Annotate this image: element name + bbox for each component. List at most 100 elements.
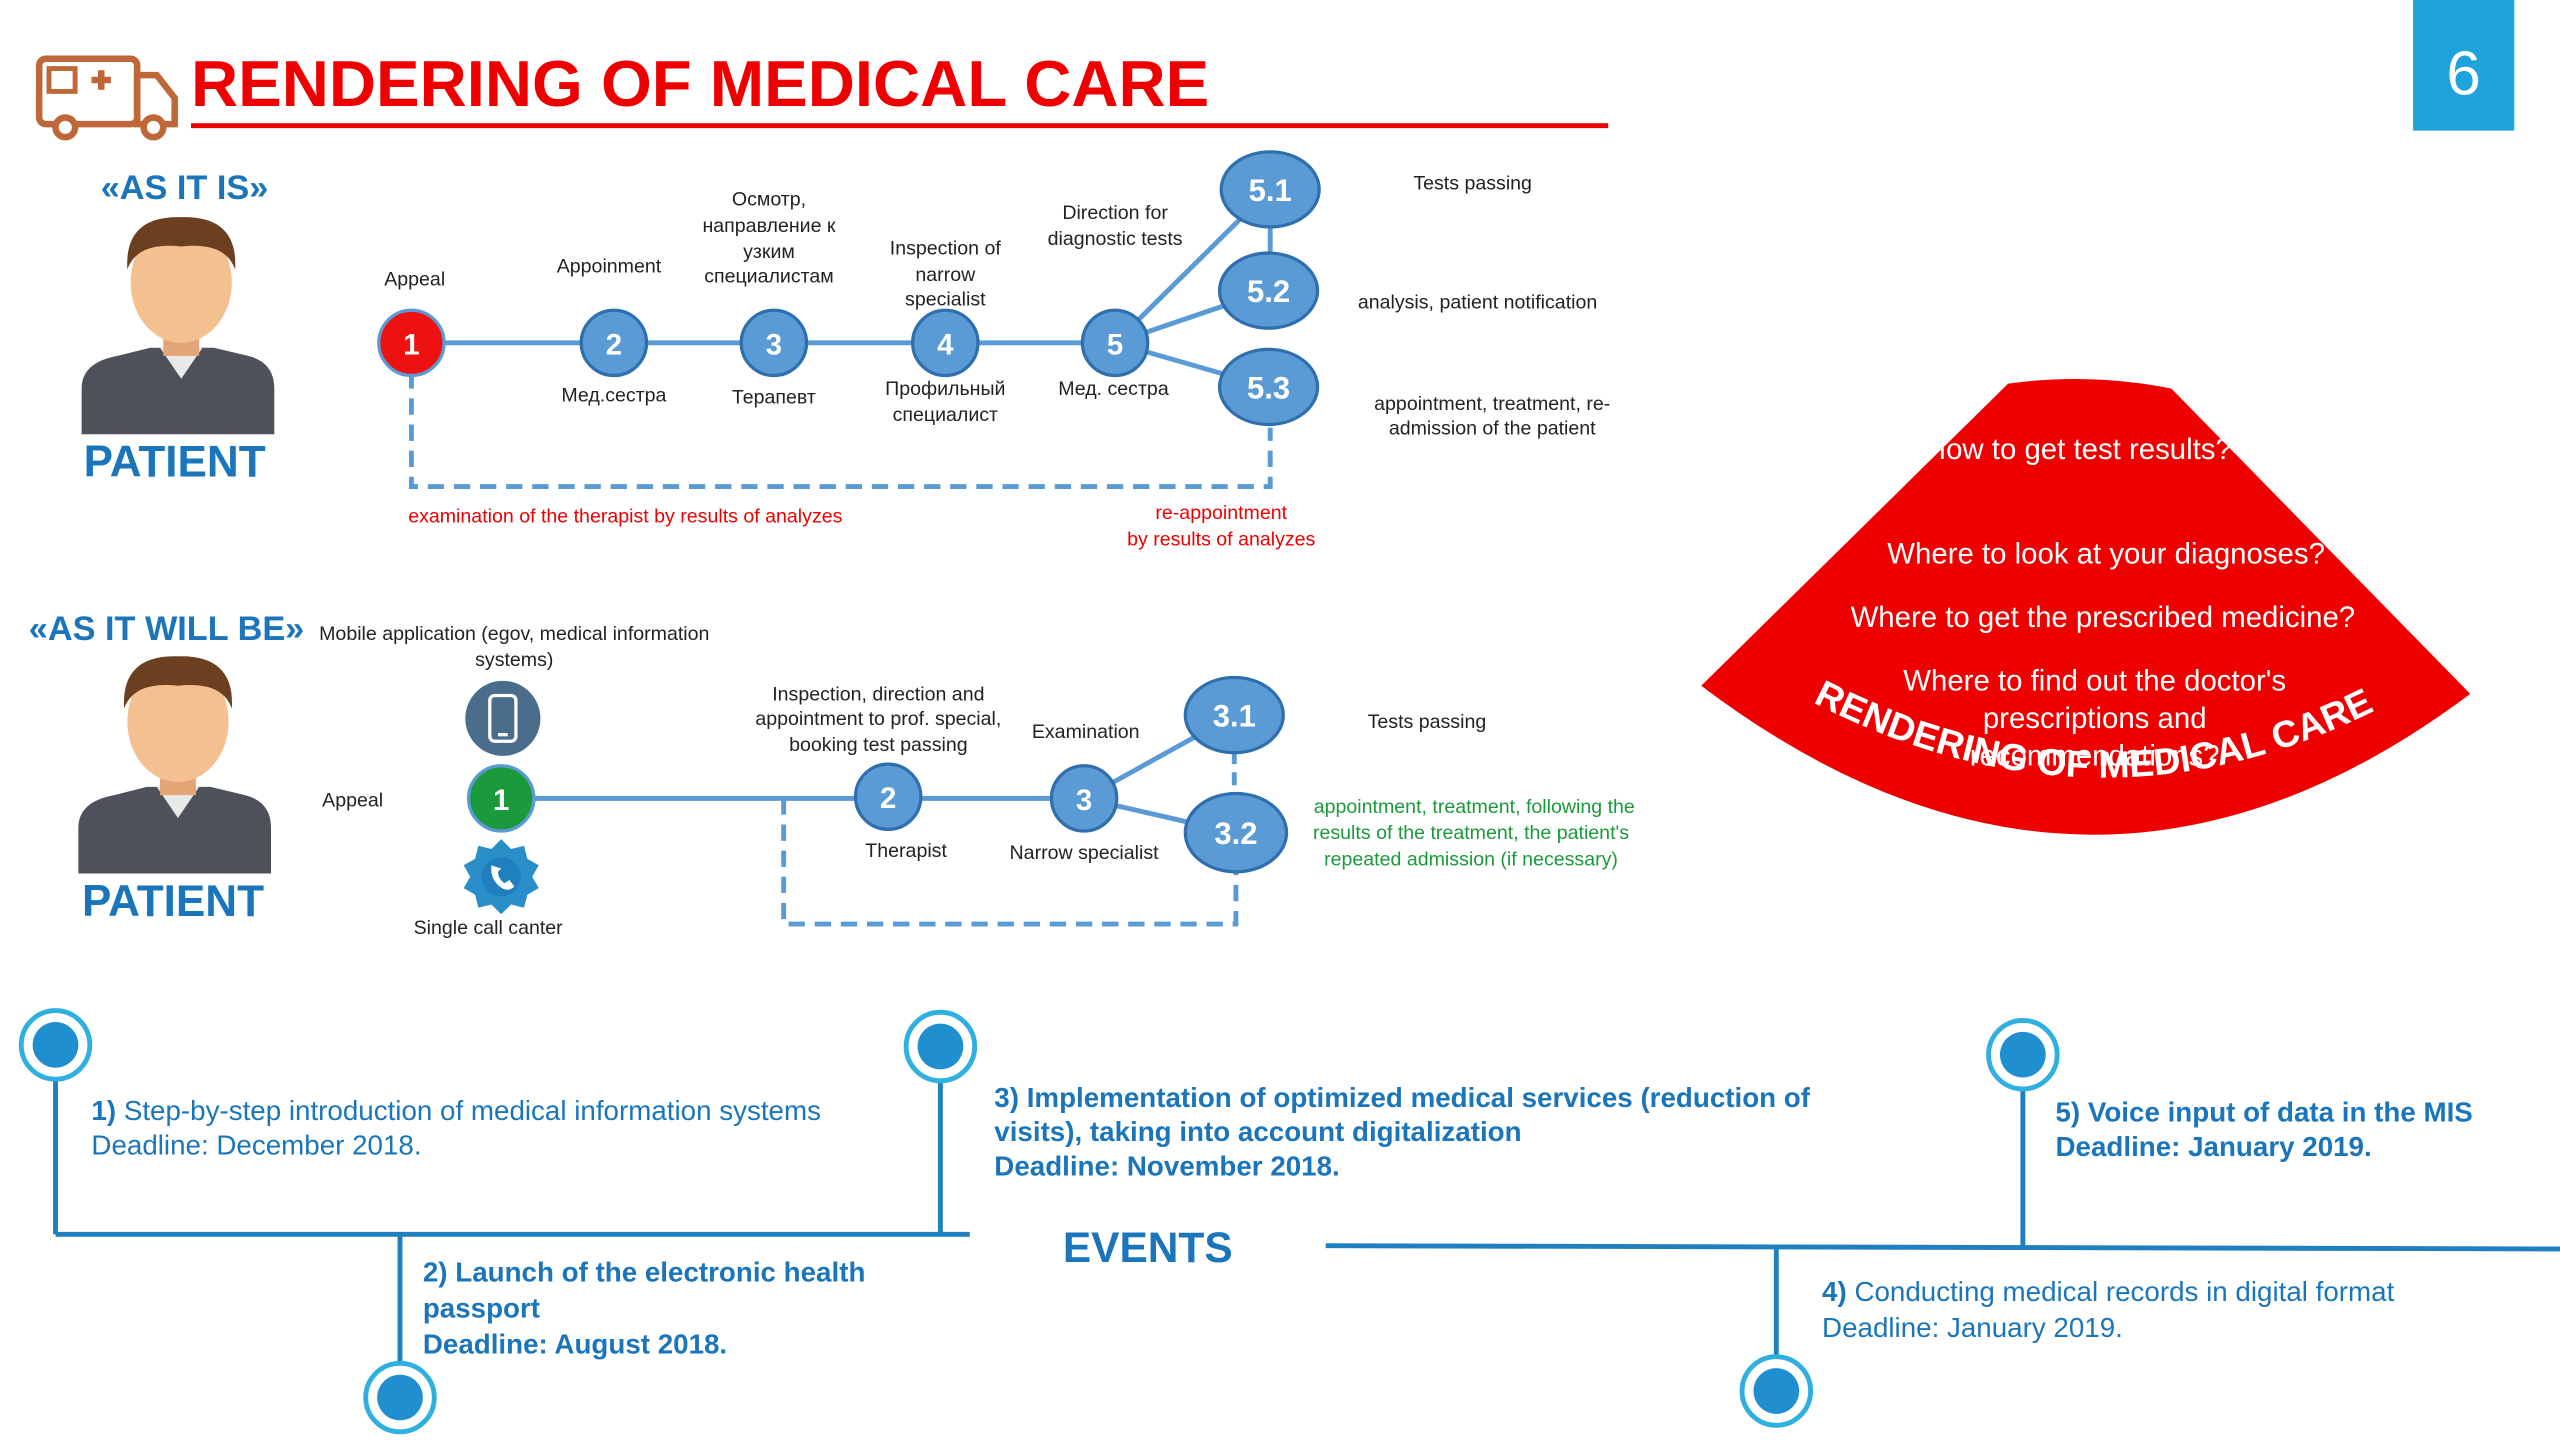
asis-note: re-appointment <box>1155 502 1287 524</box>
ambulance-icon <box>35 55 178 141</box>
willbe-label: Tests passing <box>1368 711 1487 733</box>
asis-node-label: 5.2 <box>1247 274 1290 309</box>
event-num: 3) <box>994 1082 1019 1113</box>
smartphone-icon <box>465 680 541 756</box>
asis-label: специалист <box>893 404 998 426</box>
slide-number-badge <box>2413 0 2515 131</box>
svg-text:1) Step-by-step introduction o: 1) Step-by-step introduction of medical … <box>91 1095 821 1126</box>
asis-step-3: 3 <box>739 308 809 378</box>
asis-label: направление к <box>702 215 835 237</box>
willbe-label: appointment to prof. special, <box>755 708 1001 730</box>
willbe-step-2: 2 <box>853 762 923 832</box>
asis-step-2: 2 <box>579 308 649 378</box>
event-deadline: Deadline: January 2019. <box>2056 1131 2372 1162</box>
svg-text:4) Conducting medical records: 4) Conducting medical records in digital… <box>1822 1276 2395 1307</box>
willbe-step-3-2: 3.2 <box>1183 791 1289 874</box>
asis-heading: «AS IT IS» <box>101 169 269 207</box>
events-timeline <box>53 1044 2560 1398</box>
willbe-labels: Inspection, direction and appointment to… <box>755 683 1486 863</box>
patient-avatar-icon <box>78 656 272 874</box>
fan-question: How to get test results? <box>1925 433 2232 466</box>
event-text: Implementation of optimized medical serv… <box>1027 1082 1811 1113</box>
asis-node-label: 5.3 <box>1247 370 1290 405</box>
patient-avatar-icon <box>81 217 275 435</box>
asis-label: специалистам <box>704 265 834 287</box>
willbe-note: repeated admission (if necessary) <box>1324 848 1618 870</box>
willbe-node-label: 3.2 <box>1214 816 1257 851</box>
asis-label: Appeal <box>384 269 445 291</box>
event-deadline: Deadline: December 2018. <box>91 1129 421 1160</box>
willbe-mobile-label: Mobile application (egov, medical inform… <box>319 623 709 671</box>
event-text: Voice input of data in the MIS <box>2088 1097 2473 1128</box>
asis-label: admission of the patient <box>1389 417 1596 439</box>
asis-step-5-2: 5.2 <box>1217 251 1320 330</box>
willbe-node-label: 2 <box>880 782 896 815</box>
asis-label: narrow <box>915 264 976 286</box>
event-deadline: Deadline: August 2018. <box>423 1328 727 1359</box>
asis-step-5-3: 5.3 <box>1217 347 1320 427</box>
asis-label: Мед. сестра <box>1058 378 1169 400</box>
willbe-step-3: 3 <box>1049 764 1119 833</box>
asis-label: Осмотр, <box>732 189 806 211</box>
asis-node-label: 2 <box>606 328 622 361</box>
event-text: Launch of the electronic health <box>455 1257 865 1288</box>
willbe-label: Narrow specialist <box>1010 842 1160 864</box>
willbe-label: Inspection, direction and <box>772 683 984 705</box>
asis-note: examination of the therapist by results … <box>408 505 842 527</box>
event-text: Conducting medical records in digital fo… <box>1854 1276 2394 1307</box>
event-text: Step-by-step introduction of medical inf… <box>124 1095 821 1126</box>
asis-label: Терапевт <box>732 386 816 408</box>
fan-question: Where to get the prescribed medicine? <box>1851 601 2356 634</box>
asis-step-1: 1 <box>377 308 446 378</box>
willbe-node-label: 3 <box>1076 784 1092 817</box>
willbe-patient-label: PATIENT <box>82 877 264 926</box>
asis-label: Inspection of <box>890 238 1002 260</box>
willbe-call-center-label: Single call canter <box>414 917 564 939</box>
event-num: 1) <box>91 1095 116 1126</box>
fan-question: Where to look at your diagnoses? <box>1887 537 2325 570</box>
asis-label: Appoinment <box>557 256 662 278</box>
asis-top-labels: Appeal Appoinment Осмотр, направление к … <box>384 189 1183 311</box>
event-item-5: 5) Voice input of data in the MIS Deadli… <box>2056 1097 2473 1162</box>
fan-questions: How to get test results? Where to look a… <box>1851 433 2356 773</box>
svg-text:2) Launch of the electronic he: 2) Launch of the electronic health <box>423 1257 866 1288</box>
event-num: 2) <box>423 1257 448 1288</box>
willbe-green-notes: appointment, treatment, following the re… <box>1313 796 1635 870</box>
asis-patient-label: PATIENT <box>84 438 266 487</box>
willbe-label: systems) <box>475 649 553 671</box>
willbe-step-3-1: 3.1 <box>1183 675 1285 755</box>
event-deadline: Deadline: November 2018. <box>994 1151 1339 1182</box>
fan-question: prescriptions and <box>1983 702 2207 735</box>
event-num: 5) <box>2056 1097 2081 1128</box>
willbe-label: Mobile application (egov, medical inform… <box>319 623 709 645</box>
willbe-label: booking test passing <box>789 734 968 756</box>
asis-label: Профильный <box>885 378 1005 400</box>
asis-node-label: 4 <box>937 328 954 361</box>
asis-label: узким <box>743 241 795 263</box>
svg-text:5) Voice input of data in the: 5) Voice input of data in the MIS <box>2056 1097 2473 1128</box>
asis-node-label: 3 <box>766 328 782 361</box>
fan-question: recommendations? <box>1970 740 2220 773</box>
asis-label: analysis, patient notification <box>1358 292 1597 314</box>
event-text: visits), taking into account digitalizat… <box>994 1116 1521 1147</box>
questions-fan <box>1701 378 2471 835</box>
svg-text:3) Implementation of optimized: 3) Implementation of optimized medical s… <box>994 1082 1810 1113</box>
page-title: RENDERING OF MEDICAL CARE <box>191 47 1209 120</box>
events-label: EVENTS <box>1063 1224 1233 1271</box>
timeline-marker-3 <box>903 1009 978 1084</box>
timeline-marker-5 <box>1986 1017 2060 1092</box>
event-item-3: 3) Implementation of optimized medical s… <box>994 1082 1810 1182</box>
asis-right-labels: Tests passing analysis, patient notifica… <box>1358 172 1610 439</box>
event-item-2: 2) Launch of the electronic health passp… <box>423 1257 866 1360</box>
fan-question: Where to find out the doctor's <box>1903 665 2286 698</box>
asis-label: Мед.сестра <box>561 385 666 407</box>
willbe-note: results of the treatment, the patient's <box>1313 822 1629 844</box>
timeline-marker-4 <box>1739 1354 1814 1428</box>
willbe-heading: «AS IT WILL BE» <box>29 610 304 648</box>
asis-step-4: 4 <box>911 308 980 378</box>
willbe-appeal-label: Appeal <box>322 790 383 812</box>
asis-node-label: 5.1 <box>1249 173 1292 208</box>
asis-node-label: 5 <box>1107 328 1123 361</box>
asis-label: specialist <box>905 288 986 310</box>
